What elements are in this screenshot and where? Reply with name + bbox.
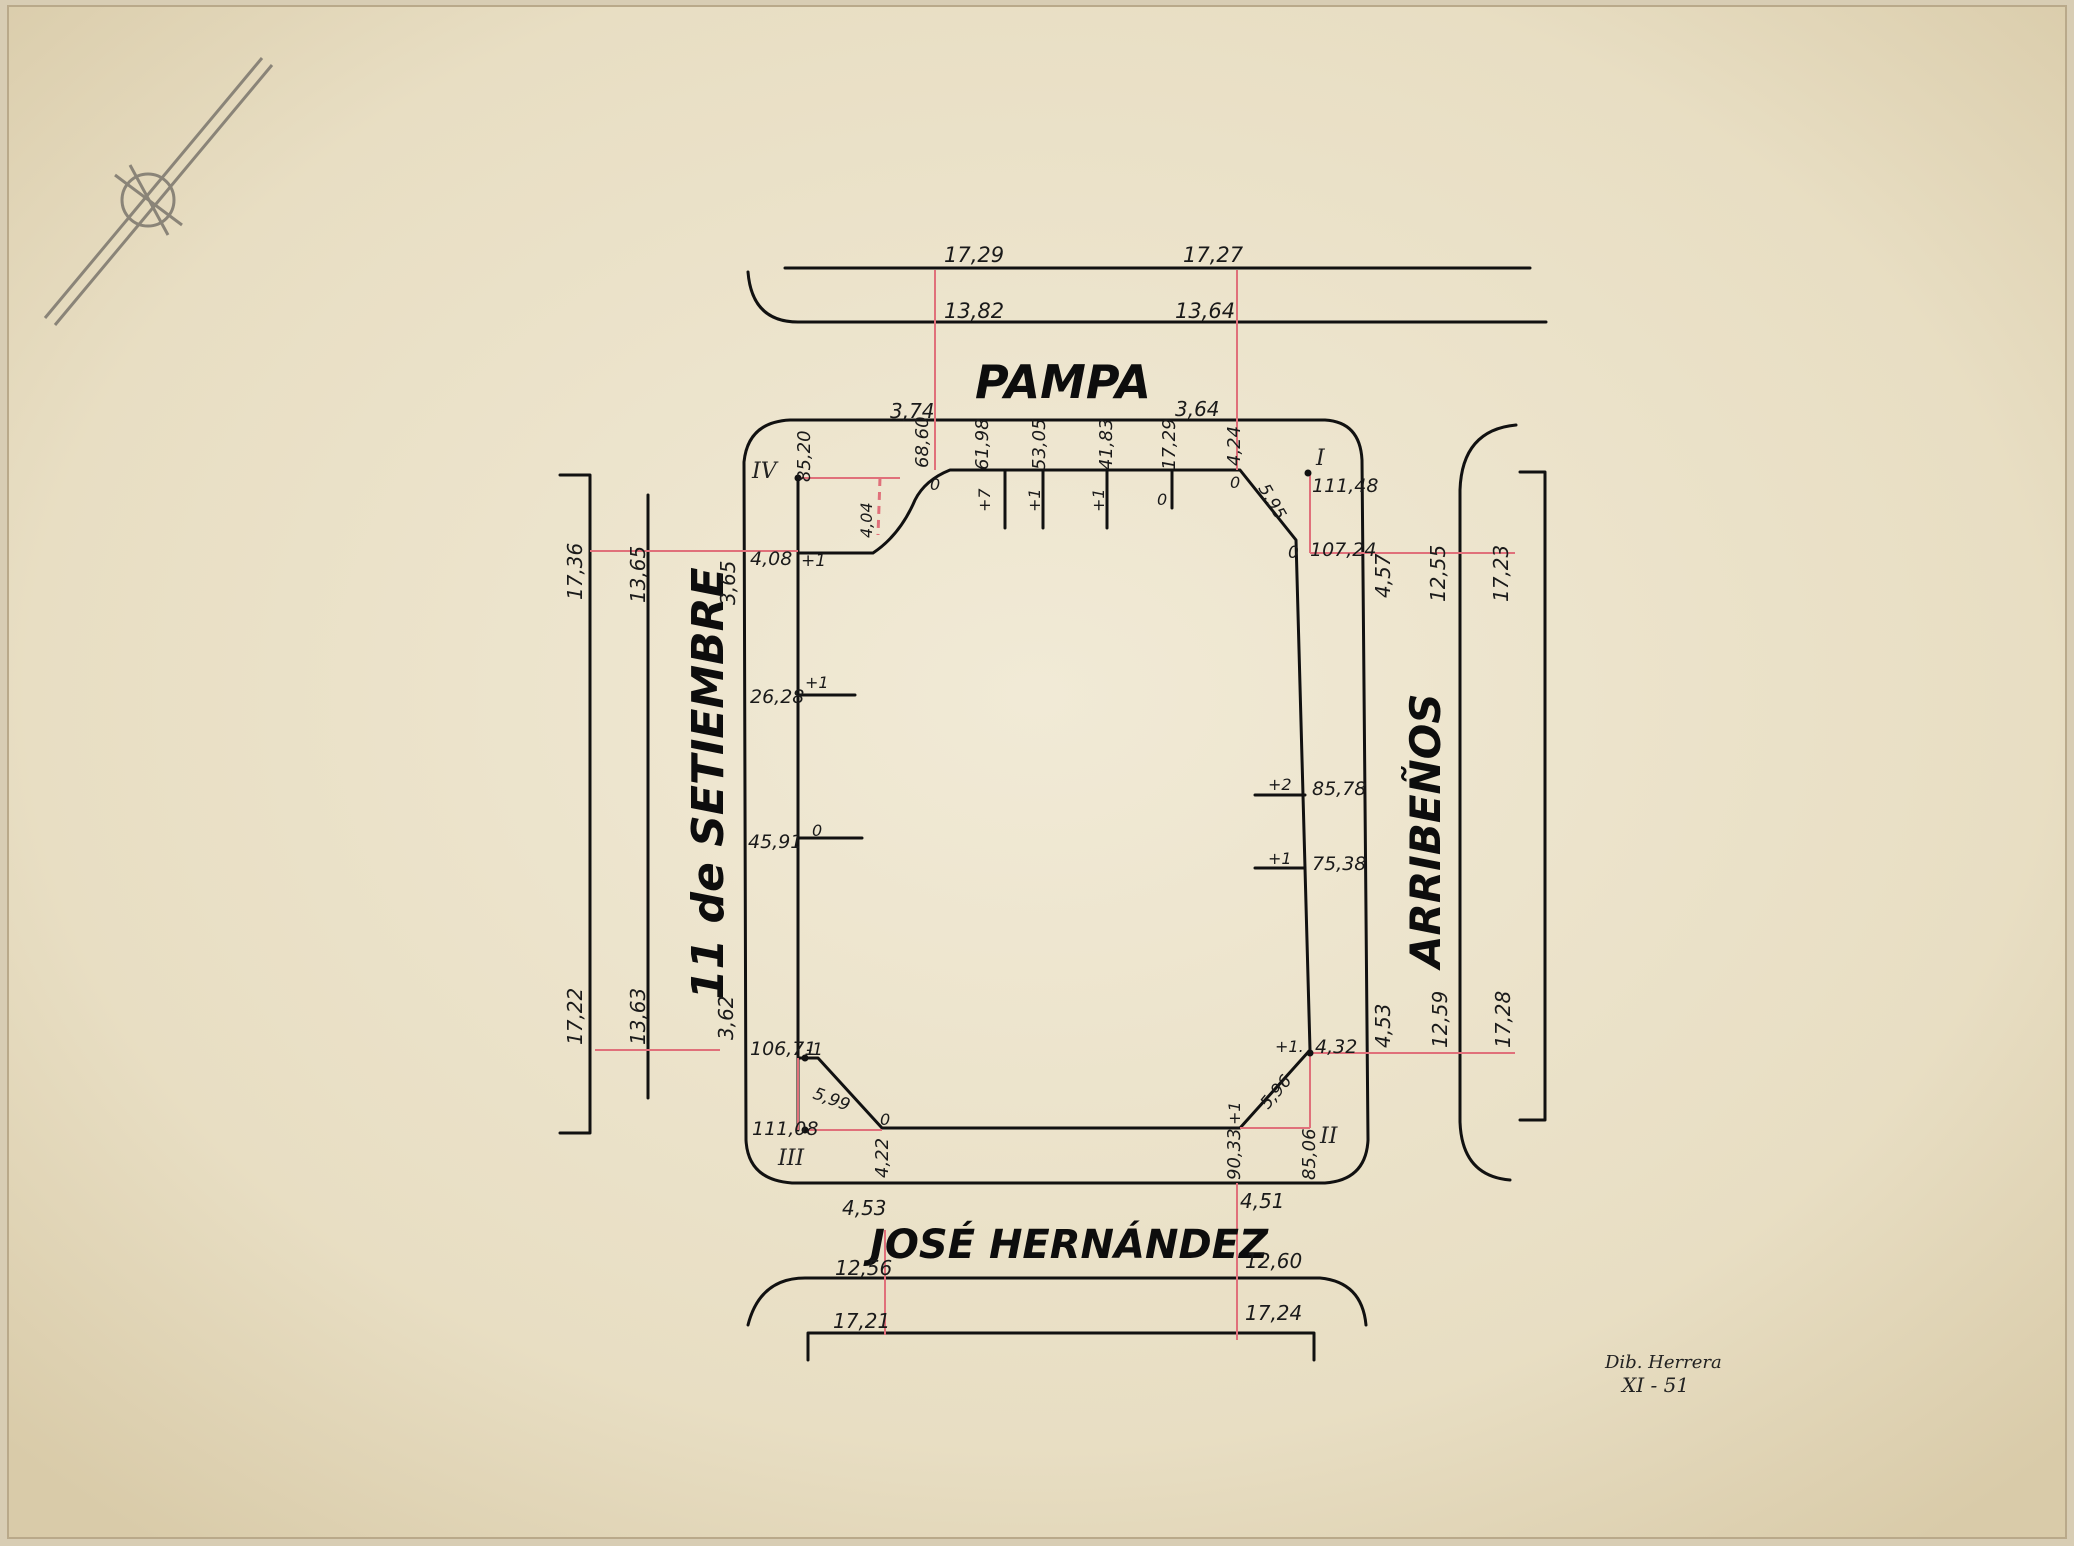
label-west-near-top: 13,65 — [626, 546, 650, 603]
label-nw-low-val: +1 — [801, 551, 826, 571]
label-sw-top-val: -1 — [806, 1040, 823, 1060]
label-south-walk-right: 4,51 — [1240, 1189, 1285, 1213]
label-west-walk-bottom: 3,62 — [714, 995, 738, 1040]
survey-lines — [590, 270, 1515, 1340]
label-west-near-bottom: 13,63 — [626, 988, 650, 1045]
east-street-curbs — [1458, 423, 1547, 1182]
label-east-p1: 85,78 — [1312, 778, 1366, 800]
label-south-p1: 90,33 — [1224, 1128, 1245, 1180]
draftsman-signature: Dib. Herrera XI - 51 — [1604, 1352, 1722, 1397]
label-north-v5: 0 — [1157, 490, 1167, 509]
label-west-walk-top: 3,65 — [716, 560, 740, 605]
label-south-near-right: 12,60 — [1245, 1249, 1302, 1273]
label-west-p2-val: 0 — [812, 821, 822, 840]
corner-label-nw: IV — [751, 459, 779, 484]
label-east-near-bottom: 12,59 — [1428, 991, 1452, 1048]
label-ne-low: 107,24 — [1310, 539, 1376, 561]
corner-dots — [794, 469, 1314, 1134]
label-north-v2: +7 — [975, 488, 994, 512]
west-street-measurements: 17,36 13,65 3,65 17,22 13,63 3,62 — [563, 543, 740, 1045]
label-se-point: 85,06 — [1299, 1128, 1320, 1180]
label-ne-point: 111,48 — [1312, 475, 1378, 497]
label-sw-val: 0 — [880, 1110, 890, 1129]
label-east-p1-val: +2 — [1268, 775, 1292, 794]
label-north-walk-right: 3,64 — [1175, 397, 1220, 421]
label-north-notch: 4,04 — [857, 502, 876, 538]
signature-author: Dib. Herrera — [1604, 1352, 1722, 1373]
corner-label-se: II — [1319, 1124, 1339, 1149]
label-north-p1: 68,60 — [912, 416, 933, 468]
block-north-measurements: 85,20 68,60 61,98 53,05 41,83 17,29 4,24… — [794, 416, 1245, 538]
street-name-west: 11 de SETIEMBRE — [683, 567, 734, 1000]
north-street-curbs — [746, 266, 1548, 324]
label-north-far-right: 17,27 — [1183, 243, 1244, 267]
label-south-p1-val: +1 — [1225, 1101, 1244, 1125]
north-arrow-icon — [43, 57, 274, 326]
signature-date: XI - 51 — [1620, 1373, 1689, 1397]
label-north-p2: 61,98 — [972, 418, 993, 470]
block-west-measurements: 4,08 +1 26,28 +1 45,91 0 106,71 -1 5,99 … — [748, 548, 853, 1140]
label-north-far-left: 17,29 — [944, 243, 1004, 267]
west-street-curbs — [558, 473, 650, 1135]
label-north-near-right: 13,64 — [1175, 299, 1235, 323]
label-north-v3: +1 — [1025, 488, 1044, 512]
label-north-walk-left: 3,74 — [890, 399, 935, 423]
label-ne-corner: 4,24 — [1224, 426, 1245, 466]
block-south-measurements: 85,06 90,33 +1 4,22 0 — [872, 1101, 1320, 1180]
corner-label-ne: I — [1315, 446, 1326, 471]
label-south-far-right: 17,24 — [1245, 1301, 1302, 1325]
label-east-far-top: 17,23 — [1489, 545, 1513, 602]
label-ne-low-val: 0 — [1288, 543, 1299, 563]
label-north-near-left: 13,82 — [944, 299, 1004, 323]
label-north-p3: 53,05 — [1029, 418, 1050, 470]
label-se-top-val: +1. — [1275, 1037, 1304, 1056]
label-east-p2: 75,38 — [1312, 853, 1366, 875]
south-street-curbs — [746, 1276, 1368, 1362]
label-north-v6: 0 — [1230, 473, 1240, 492]
label-nw-low: 4,08 — [750, 548, 792, 570]
north-street-measurements: 17,29 17,27 13,82 13,64 3,74 3,64 — [890, 243, 1244, 423]
label-east-p2-val: +1 — [1268, 849, 1292, 868]
label-north-p5: 17,29 — [1159, 418, 1180, 470]
label-sw-top: 106,71 — [750, 1038, 816, 1060]
street-name-south: JOSÉ HERNÁNDEZ — [863, 1220, 1269, 1268]
corner-label-sw: III — [777, 1146, 805, 1171]
label-east-far-bottom: 17,28 — [1491, 991, 1515, 1048]
label-west-p2: 45,91 — [748, 831, 802, 853]
label-west-p1-val: +1 — [805, 673, 829, 692]
label-sw-point: 111,08 — [752, 1118, 818, 1140]
label-nw-corner: 85,20 — [794, 430, 815, 482]
label-west-far-bottom: 17,22 — [563, 988, 587, 1045]
label-west-p1: 26,28 — [750, 686, 804, 708]
label-west-far-top: 17,36 — [563, 543, 587, 600]
block-property-line — [796, 468, 1312, 1130]
south-street-measurements: 4,53 4,51 12,56 12,60 17,21 17,24 — [833, 1189, 1302, 1333]
label-east-near-top: 12,55 — [1426, 545, 1450, 602]
label-east-walk-bottom: 4,53 — [1371, 1003, 1395, 1048]
label-south-near-left: 12,56 — [835, 1256, 892, 1280]
label-east-walk-top: 4,57 — [1371, 553, 1395, 598]
measurement-ticks — [796, 468, 1307, 870]
label-se-top: 4,32 — [1315, 1036, 1357, 1058]
block-sidewalk-edge — [742, 418, 1370, 1185]
east-street-measurements: 4,57 12,55 17,23 4,53 12,59 17,28 — [1371, 545, 1515, 1048]
label-south-walk-left: 4,53 — [842, 1196, 887, 1220]
street-name-east: ARRIBEÑOS — [1400, 693, 1450, 971]
paper-sheet — [7, 5, 2067, 1539]
label-south-far-left: 17,21 — [833, 1309, 890, 1333]
label-north-v1: 0 — [930, 475, 940, 494]
label-sw-walk: 4,22 — [872, 1138, 893, 1178]
label-north-v4: +1 — [1089, 488, 1108, 512]
label-north-p4: 41,83 — [1096, 418, 1117, 470]
street-name-north: PAMPA — [975, 355, 1151, 409]
